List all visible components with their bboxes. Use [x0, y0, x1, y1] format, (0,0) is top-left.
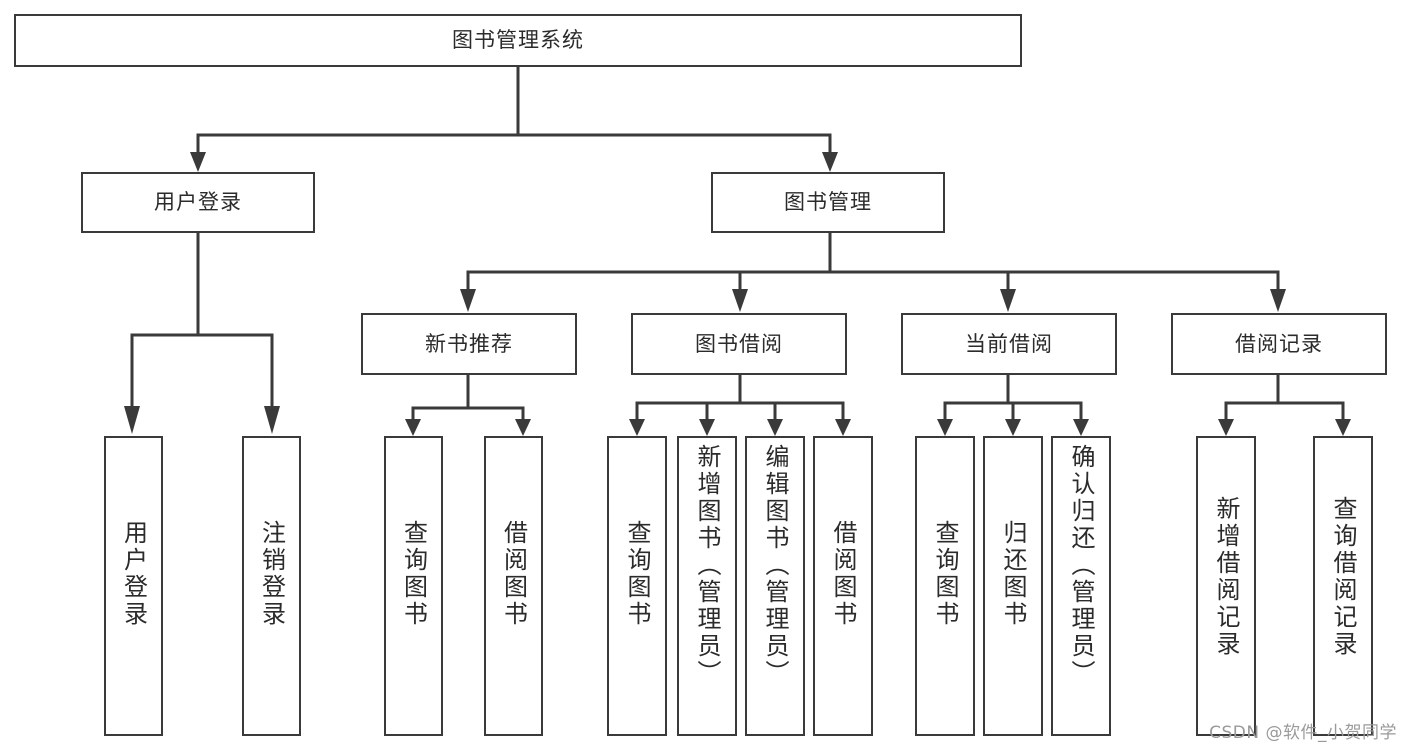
node-user-login[interactable]: 用户登录 [81, 172, 315, 233]
leaf-book-borrow-edit-book-admin[interactable]: 编辑图书（管理员） [745, 436, 805, 736]
node-label: 借阅图书 [499, 520, 528, 628]
node-label: 新增借阅记录 [1212, 496, 1240, 658]
node-label: 用户登录 [119, 520, 148, 628]
node-label: 图书管理 [784, 190, 872, 215]
leaf-user-login-login[interactable]: 用户登录 [104, 436, 163, 736]
node-label: 借阅图书 [829, 520, 857, 628]
node-borrow-record[interactable]: 借阅记录 [1171, 313, 1387, 375]
node-label: 用户登录 [154, 190, 242, 215]
node-label: 查询借阅记录 [1329, 496, 1357, 658]
node-label: 新增图书（管理员） [693, 444, 721, 687]
node-label: 确认归还（管理员） [1067, 444, 1095, 687]
leaf-current-borrow-query-book[interactable]: 查询图书 [915, 436, 975, 736]
node-book-borrow[interactable]: 图书借阅 [631, 313, 847, 375]
leaf-new-book-query-book[interactable]: 查询图书 [384, 436, 443, 736]
node-label: 注销登录 [257, 520, 286, 628]
node-label: 新书推荐 [425, 331, 513, 356]
watermark-text: CSDN @软件_小贺同学 [1209, 723, 1397, 743]
node-current-borrow[interactable]: 当前借阅 [901, 313, 1117, 375]
leaf-user-login-logout[interactable]: 注销登录 [242, 436, 301, 736]
node-new-book-recommend[interactable]: 新书推荐 [361, 313, 577, 375]
leaf-book-borrow-query-book[interactable]: 查询图书 [607, 436, 667, 736]
leaf-book-borrow-add-book-admin[interactable]: 新增图书（管理员） [677, 436, 737, 736]
node-label: 查询图书 [399, 520, 428, 628]
node-label: 当前借阅 [965, 331, 1053, 356]
node-label: 查询图书 [623, 520, 651, 628]
leaf-new-book-borrow-book[interactable]: 借阅图书 [484, 436, 543, 736]
leaf-borrow-record-add-record[interactable]: 新增借阅记录 [1196, 436, 1256, 736]
node-label: 编辑图书（管理员） [761, 444, 789, 687]
node-root-system[interactable]: 图书管理系统 [14, 14, 1022, 67]
node-label: 借阅记录 [1235, 331, 1323, 356]
node-label: 图书管理系统 [452, 28, 584, 53]
leaf-current-borrow-return-book[interactable]: 归还图书 [983, 436, 1043, 736]
node-label: 查询图书 [931, 520, 959, 628]
node-label: 图书借阅 [695, 331, 783, 356]
leaf-book-borrow-borrow-book[interactable]: 借阅图书 [813, 436, 873, 736]
node-book-management[interactable]: 图书管理 [711, 172, 945, 233]
node-label: 归还图书 [999, 520, 1027, 628]
leaf-borrow-record-query-record[interactable]: 查询借阅记录 [1313, 436, 1373, 736]
leaf-current-borrow-confirm-return-admin[interactable]: 确认归还（管理员） [1051, 436, 1111, 736]
